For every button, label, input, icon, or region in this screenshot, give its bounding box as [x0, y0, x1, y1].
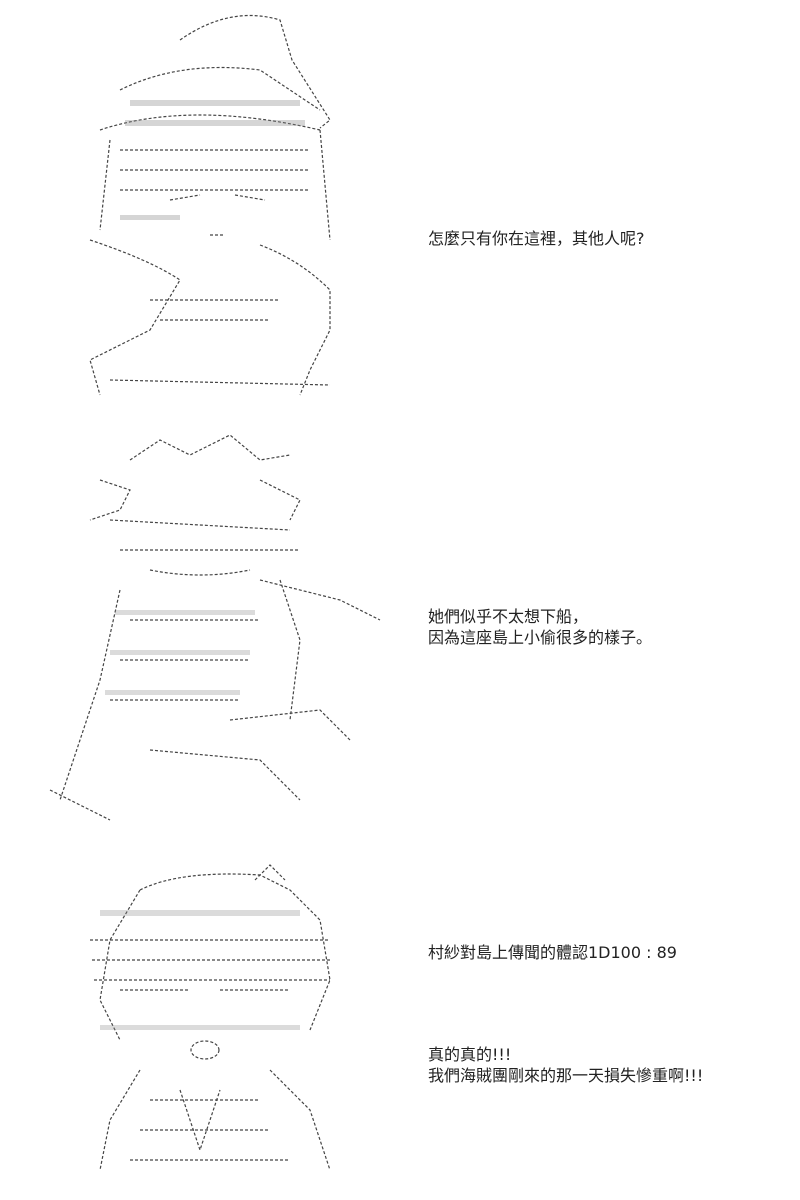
dialogue-1: 怎麼只有你在這裡，其他人呢? [428, 229, 645, 248]
dialogue-2: 她們似乎不太想下船， 因為這座島上小偷很多的樣子。 [428, 607, 653, 647]
dice-roll-text: 村紗對島上傳聞的體認1D100 : 89 [428, 943, 677, 962]
dialogue-3: 真的真的!!! 我們海賊團剛來的那一天損失慘重啊!!! [428, 1045, 704, 1085]
ascii-art-figure-2 [30, 420, 390, 840]
ascii-art-figure-1 [30, 0, 390, 410]
panel-1: 怎麼只有你在這裡，其他人呢? [0, 0, 800, 410]
ascii-art-drawing-1 [89, 14, 331, 396]
ascii-art-figure-3 [30, 850, 390, 1190]
ascii-art-drawing-2 [49, 434, 381, 821]
panel-2: 她們似乎不太想下船， 因為這座島上小偷很多的樣子。 [0, 420, 800, 840]
panel-3: 村紗對島上傳聞的體認1D100 : 89 真的真的!!! 我們海賊團剛來的那一天… [0, 850, 800, 1190]
ascii-art-drawing-3 [90, 864, 331, 1171]
